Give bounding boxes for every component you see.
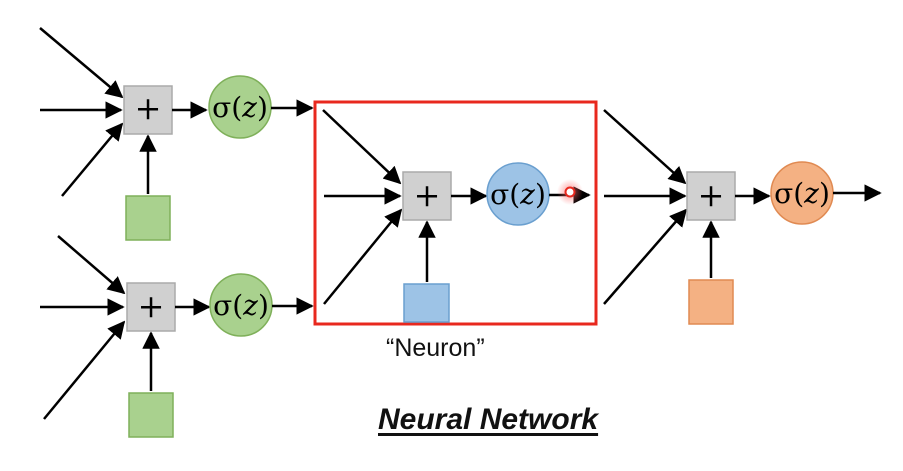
neuron-highlight-box <box>313 100 598 326</box>
neuron-caption: “Neuron” <box>386 334 485 362</box>
bias-square <box>125 195 171 241</box>
input-arrow <box>603 208 688 305</box>
bias-square <box>403 283 450 323</box>
input-arrow <box>57 235 126 295</box>
activation-label: σ(z) <box>212 91 268 124</box>
activation-open: ( <box>231 91 242 124</box>
activation-label: σ(z) <box>213 289 269 322</box>
sum-symbol: + <box>138 287 165 325</box>
bias-square <box>688 279 734 325</box>
cursor-pointer <box>564 186 576 198</box>
output-unit: + σ(z) <box>603 109 882 325</box>
activation-open: ( <box>232 289 243 322</box>
input-arrow <box>43 320 126 420</box>
input-arrow <box>39 27 124 99</box>
activation-var: z <box>803 177 819 210</box>
input-arrow <box>323 208 403 305</box>
bias-square <box>128 392 174 438</box>
activation-sigma: σ <box>213 289 232 322</box>
highlighted-neuron: + σ(z) <box>313 100 598 326</box>
sum-symbol: + <box>135 89 162 127</box>
activation-var: z <box>242 289 258 322</box>
activation-sigma: σ <box>212 91 231 124</box>
page-title: Neural Network <box>378 403 599 436</box>
input-arrow <box>603 109 687 185</box>
sum-node <box>686 171 736 221</box>
sum-node <box>402 171 452 221</box>
activation-close: ) <box>258 289 269 322</box>
activation-label: σ(z) <box>490 178 546 211</box>
activation-close: ) <box>257 91 268 124</box>
sum-symbol: + <box>698 176 725 214</box>
activation-sigma: σ <box>774 177 793 210</box>
activation-close: ) <box>535 178 546 211</box>
activation-label: σ(z) <box>774 177 830 210</box>
activation-close: ) <box>819 177 830 210</box>
activation-open: ( <box>793 177 804 210</box>
sum-node <box>126 282 176 332</box>
sum-symbol: + <box>414 176 441 214</box>
input-arrow <box>61 122 124 197</box>
activation-var: z <box>241 91 257 124</box>
activation-var: z <box>519 178 535 211</box>
activation-sigma: σ <box>490 178 509 211</box>
input-arrow <box>322 109 402 185</box>
bottom-unit: + σ(z) <box>40 235 314 438</box>
top-unit: + σ(z) <box>39 27 314 241</box>
activation-open: ( <box>509 178 520 211</box>
